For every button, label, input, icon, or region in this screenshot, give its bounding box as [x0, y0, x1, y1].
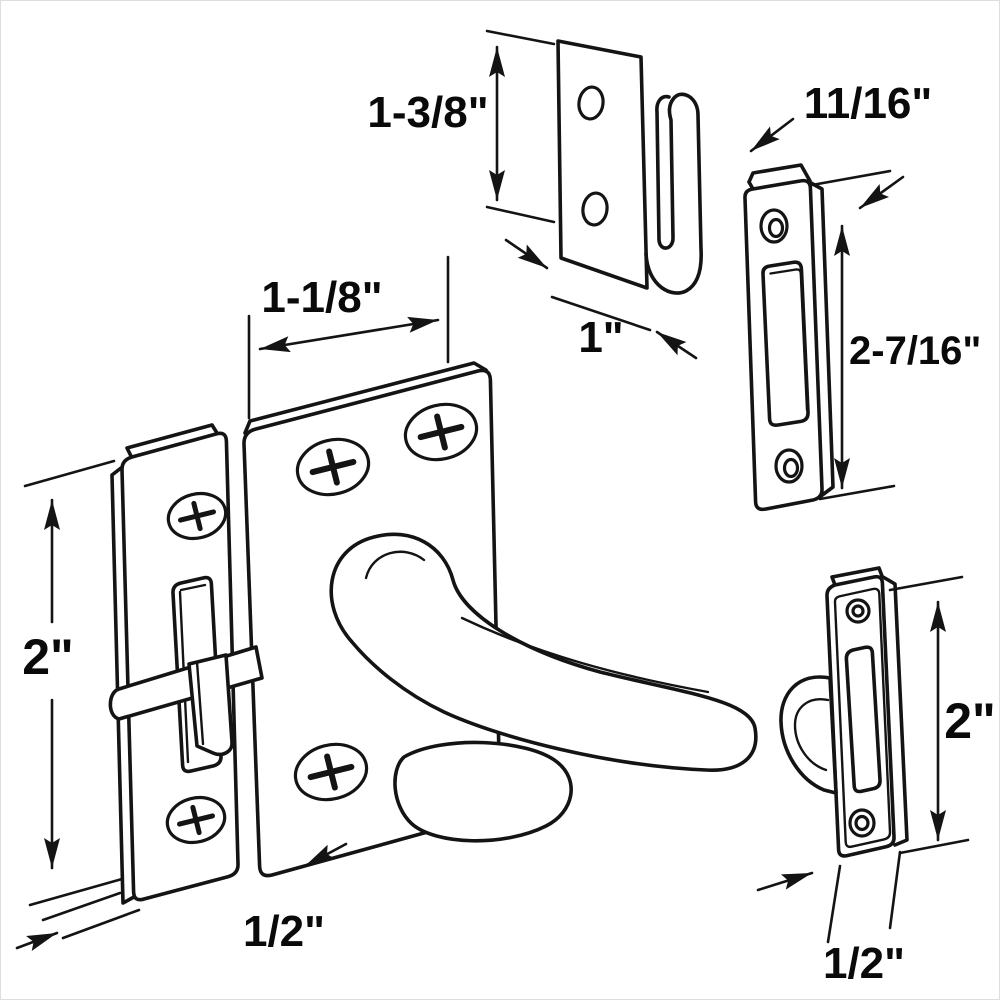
dimension-arrow	[655, 330, 698, 360]
phillips-screw-icon	[403, 402, 479, 462]
dim-keeper-height: 2"	[888, 575, 996, 855]
extension-line	[888, 850, 902, 930]
extension-line	[818, 484, 896, 501]
keeper-inner-panel	[833, 587, 892, 849]
part-keeper	[779, 566, 909, 858]
dimension-arrow	[15, 931, 59, 952]
dim-label-keeper-height: 2"	[944, 693, 996, 749]
dim-keeper-thickness: 1/2"	[756, 850, 905, 988]
extension-line	[485, 205, 556, 224]
screw-hole-icon	[581, 191, 609, 227]
phillips-screw-icon	[166, 491, 228, 541]
dim-label-hook-height: 1-3/8"	[367, 88, 488, 137]
part-latch-body	[108, 361, 758, 905]
dimension-line	[258, 316, 440, 353]
lever-detail-line	[460, 616, 710, 694]
latch-plate-top-depth	[243, 361, 488, 435]
screw-hole-icon	[782, 457, 800, 479]
screw-hole-icon	[854, 814, 870, 832]
dim-label-latch-width: 1-1/8"	[261, 273, 382, 322]
screw-hole-icon	[577, 85, 605, 121]
screw-hole-icon	[851, 604, 865, 618]
keeper-side-depth	[881, 575, 909, 847]
extension-line	[61, 908, 141, 940]
phillips-screw-icon	[165, 795, 227, 845]
dim-strike-plate-width: 11/16"	[749, 79, 933, 210]
dim-label-keeper-thickness: 1/2"	[823, 939, 905, 988]
latch-bar-tab	[187, 653, 234, 757]
dim-latch-thickness: 1/2"	[15, 842, 348, 956]
hook-bracket-plate	[556, 39, 649, 290]
keeper-hook	[779, 675, 838, 795]
latch-lever-paddle	[393, 740, 573, 843]
extension-line	[898, 838, 970, 855]
dim-hook-bracket-height: 1-3/8"	[367, 29, 556, 224]
phillips-screw-icon	[295, 437, 371, 497]
dim-label-strike-height: 2-7/16"	[849, 329, 981, 373]
extension-line	[23, 459, 116, 488]
keeper-hook-inner	[793, 698, 830, 772]
phillips-screw-icon	[293, 742, 369, 802]
dimension-arrow	[504, 238, 549, 270]
dim-latch-width: 1-1/8"	[247, 255, 450, 420]
latch-lever-arm	[329, 532, 758, 772]
dim-strike-plate-height: 2-7/16"	[810, 169, 981, 501]
dim-latch-height: 2"	[22, 459, 124, 907]
part-hook-bracket	[556, 39, 703, 295]
extension-line	[485, 29, 556, 46]
lever-detail-line	[364, 550, 426, 580]
screw-hole-icon	[767, 217, 785, 239]
strike-plate-slot	[761, 260, 810, 428]
dim-label-hook-width: 1"	[578, 313, 623, 362]
extension-line	[826, 864, 842, 944]
dim-label-strike-width: 11/16"	[804, 79, 933, 128]
dimension-arrow	[858, 175, 905, 210]
strike-plate-side-depth	[809, 181, 835, 498]
dimension-arrow	[756, 871, 814, 892]
extension-line	[888, 575, 964, 592]
extension-line	[810, 169, 892, 187]
strike-plate-slot-depth	[769, 268, 809, 412]
dim-label-latch-thickness: 1/2"	[243, 907, 325, 956]
dim-label-latch-height: 2"	[22, 629, 74, 685]
extension-line	[41, 891, 122, 922]
extension-line	[550, 295, 652, 332]
latch-bar-tab-fold	[195, 660, 205, 746]
part-strike-plate	[743, 163, 835, 512]
dimension-arrow	[749, 117, 795, 153]
extension-line	[28, 877, 124, 907]
keeper-recess-slot	[844, 645, 882, 794]
hook-bracket-j-channel	[644, 92, 703, 295]
dim-hook-bracket-width: 1"	[504, 238, 698, 362]
dimension-arrow	[303, 842, 348, 868]
